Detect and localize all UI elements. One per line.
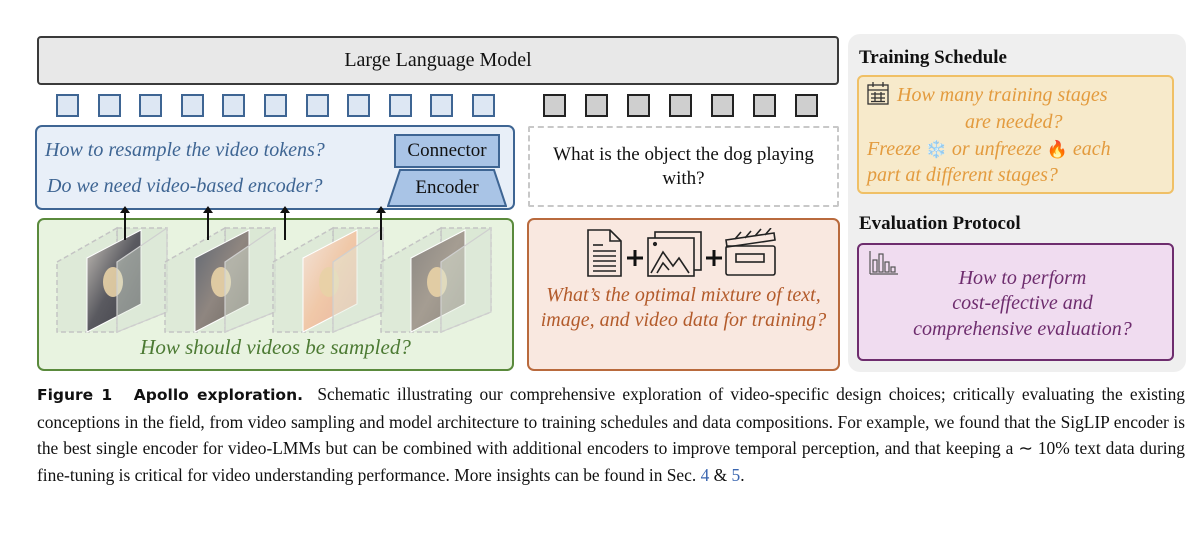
text-token	[753, 94, 776, 117]
training-stages-question-line1: How many training stages	[897, 84, 1108, 106]
llm-label: Large Language Model	[344, 49, 532, 71]
image-icon	[647, 231, 702, 277]
section-link-5[interactable]: 5	[731, 464, 741, 485]
resample-question: How to resample the video tokens?	[45, 139, 325, 161]
caption-end: .	[740, 464, 745, 485]
calendar-icon	[867, 82, 889, 105]
encoder-question: Do we need video-based encoder?	[47, 175, 323, 197]
llm-block: Large Language Model	[37, 36, 839, 85]
encoder-label: Encoder	[415, 177, 479, 198]
training-schedule-title: Training Schedule	[859, 47, 1007, 68]
text-token	[669, 94, 692, 117]
video-token	[472, 94, 495, 117]
evaluation-question-line2: cost-effective and	[952, 292, 1093, 315]
document-icon	[587, 229, 622, 277]
data-mixture-icons	[587, 228, 776, 277]
video-token	[139, 94, 163, 117]
freeze-question-line: Freeze ❄️ or unfreeze 🔥 each	[867, 138, 1111, 161]
training-schedule-box	[857, 75, 1174, 194]
evaluation-question: How to perform cost-effective and compre…	[857, 266, 1174, 342]
text-query: What is the object the dog playing with?	[553, 143, 814, 189]
section-link-4[interactable]: 4	[700, 464, 710, 485]
video-frame-stack	[56, 226, 168, 334]
video-token	[180, 94, 204, 117]
arrow-up-3	[280, 206, 290, 240]
video-token	[388, 94, 412, 117]
text-query-box: What is the object the dog playing with?	[528, 126, 839, 207]
dog-figure	[103, 267, 123, 297]
evaluation-protocol-box	[857, 243, 1174, 361]
video-frame-stack	[380, 226, 492, 334]
bar-chart-icon	[869, 251, 898, 275]
video-token	[305, 94, 329, 117]
video-token	[222, 94, 246, 117]
figure-label: Figure 1	[37, 386, 113, 404]
data-mixture-question: What’s the optimal mixture of text, imag…	[540, 284, 827, 331]
snowflake-icon: ❄️	[925, 140, 947, 159]
dog-figure	[319, 267, 339, 297]
video-token	[264, 94, 287, 117]
freeze-text: Freeze	[867, 138, 921, 160]
sampling-question: How should videos be sampled?	[140, 335, 411, 359]
video-token	[56, 94, 79, 117]
video-clapperboard-icon	[725, 228, 776, 276]
arrow-up-4	[376, 206, 386, 240]
unfreeze-text: or unfreeze	[951, 138, 1042, 160]
fire-icon: 🔥	[1046, 140, 1068, 159]
dog-figure	[211, 267, 231, 297]
ampersand: &	[713, 464, 728, 485]
plus-icon	[706, 250, 722, 266]
plus-icon	[627, 250, 643, 266]
text-token	[711, 94, 734, 117]
figure-caption: Figure 1 Apollo exploration. Schematic i…	[37, 381, 1185, 488]
arrow-up-1	[120, 206, 130, 240]
video-token	[97, 94, 121, 117]
video-token	[347, 94, 371, 117]
figure-title: Apollo exploration.	[133, 386, 303, 404]
each-text: each	[1072, 138, 1111, 160]
evaluation-protocol-title: Evaluation Protocol	[859, 213, 1021, 234]
video-frames-illustration	[56, 226, 492, 334]
video-frame-stack	[164, 226, 276, 334]
text-token	[585, 94, 608, 117]
connector-label: Connector	[407, 140, 487, 161]
dog-figure	[427, 267, 447, 297]
connector-block: Connector	[394, 134, 500, 168]
arrow-up-2	[203, 206, 213, 240]
text-token	[543, 94, 566, 117]
freeze-question-line2: part at different stages?	[867, 164, 1058, 186]
evaluation-question-line3: comprehensive evaluation?	[913, 317, 1132, 340]
encoder-trapezoid	[387, 169, 507, 207]
training-stages-question-line2: are needed?	[965, 111, 1063, 133]
video-token	[430, 94, 454, 117]
caption-text: Schematic illustrating our comprehensive…	[37, 384, 1185, 485]
evaluation-question-line1: How to perform	[958, 267, 1087, 289]
video-frame-stack	[272, 226, 384, 334]
text-token	[795, 94, 818, 117]
text-token	[627, 94, 650, 117]
encoder-block: Encoder	[387, 169, 507, 207]
